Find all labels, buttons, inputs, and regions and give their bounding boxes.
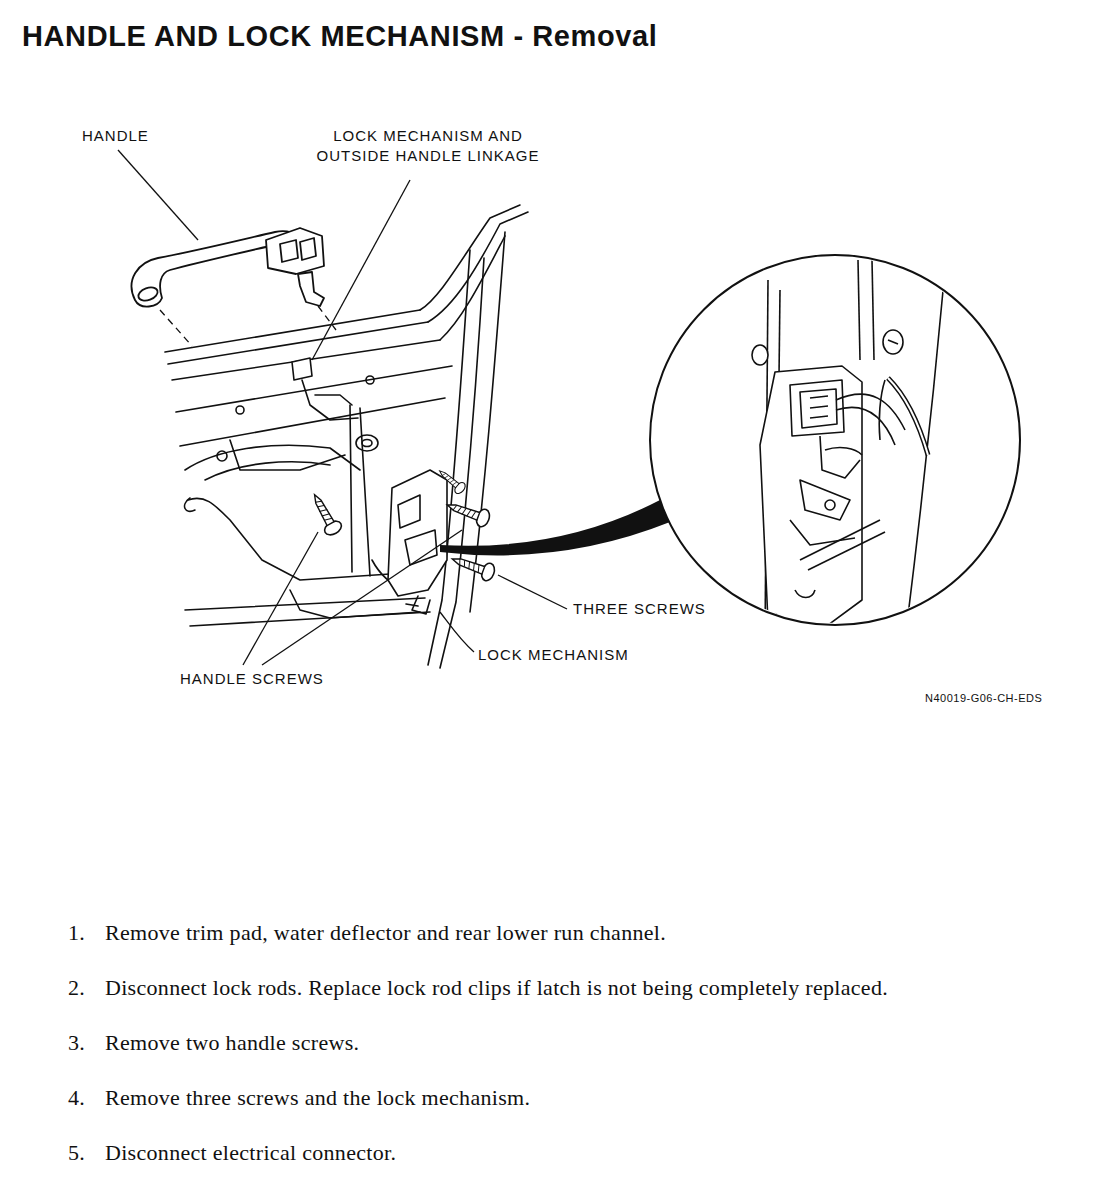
door-panel: [205, 462, 330, 480]
outside-handle: [298, 272, 324, 306]
page-title: HANDLE AND LOCK MECHANISM - Removal: [22, 20, 657, 53]
door-panel: [185, 598, 425, 610]
door-panel: [165, 310, 420, 352]
step-text: Disconnect lock rods. Replace lock rod c…: [105, 975, 888, 1001]
step-number: 1.: [68, 920, 85, 946]
assembly-line: [318, 306, 336, 330]
detail-latch: [888, 340, 898, 344]
detail-latch: [905, 270, 945, 640]
detail-latch: [888, 378, 928, 455]
detail-latch: [808, 532, 885, 570]
step-text: Remove two handle screws.: [105, 1030, 359, 1056]
detail-latch: [787, 620, 797, 630]
detail-latch: [825, 500, 835, 510]
door-panel: [292, 358, 312, 380]
leader-line: [262, 530, 462, 665]
leader-line: [118, 150, 567, 665]
detail-latch: [752, 260, 945, 642]
door-panel: [405, 530, 437, 565]
detail-wedge: [440, 500, 670, 555]
door-panel: [168, 322, 428, 364]
door-panel: [230, 440, 345, 470]
screws: [307, 466, 497, 582]
assembly-line: [160, 310, 192, 346]
door-panel: [185, 445, 360, 470]
door-panel: [428, 250, 470, 665]
outside-handle: [266, 228, 324, 274]
outside-handle: [300, 238, 316, 260]
door-panel: [176, 366, 452, 412]
detail-latch: [836, 407, 895, 445]
step-number: 2.: [68, 975, 85, 1001]
part-label: HANDLE SCREWS: [180, 669, 324, 689]
assembly-line: [160, 306, 336, 346]
door-panel: [350, 405, 352, 572]
leader-line: [440, 612, 474, 652]
door-panel: [217, 451, 227, 461]
detail-latch: [872, 260, 874, 360]
part-label: HANDLE: [82, 126, 149, 146]
door-panel: [440, 236, 505, 340]
leader-line: [312, 180, 410, 360]
door-panel: [188, 498, 420, 580]
door-panel: [406, 604, 418, 606]
detail-latch: [790, 380, 844, 436]
outside-handle: [132, 228, 324, 307]
door-panel: [366, 376, 374, 384]
door-panel: [440, 258, 484, 668]
screws: [436, 466, 468, 495]
detail-latch: [800, 389, 837, 428]
door-panel: [185, 498, 195, 511]
detail-latch: [888, 378, 928, 455]
leader-line: [243, 532, 318, 665]
leader-line: [118, 150, 198, 240]
step-number: 3.: [68, 1030, 85, 1056]
detail-latch: [825, 448, 862, 455]
screws: [307, 490, 344, 537]
part-label: LOCK MECHANISM AND OUTSIDE HANDLE LINKAG…: [298, 126, 558, 167]
door-panel: [165, 205, 528, 668]
detail-latch: [820, 436, 860, 478]
detail-latch: [800, 480, 850, 520]
detail-latch: [883, 330, 903, 354]
door-panel: [360, 408, 370, 576]
step-text: Remove trim pad, water deflector and rea…: [105, 920, 666, 946]
step-text: Remove three screws and the lock mechani…: [105, 1085, 530, 1111]
detail-latch: [879, 380, 885, 440]
outside-handle: [137, 285, 160, 303]
detail-latch: [858, 260, 860, 360]
door-panel: [398, 495, 420, 528]
door-panel: [315, 395, 352, 405]
outside-handle: [280, 240, 298, 262]
step-text: Disconnect electrical connector.: [105, 1140, 396, 1166]
detail-latch: [795, 590, 815, 598]
detail-latch: [790, 520, 855, 545]
leader-line: [498, 575, 567, 609]
door-panel: [356, 435, 378, 451]
door-panel: [236, 406, 244, 414]
part-label: LOCK MECHANISM: [478, 645, 629, 665]
screws: [444, 497, 492, 529]
step-number: 5.: [68, 1140, 85, 1166]
door-panel: [362, 440, 372, 447]
detail-latch: [752, 345, 768, 365]
door-panel: [180, 398, 445, 446]
figure-code: N40019-G06-CH-EDS: [925, 692, 1042, 704]
door-panel: [388, 470, 447, 596]
detail-latch: [810, 396, 828, 418]
screws: [449, 551, 497, 583]
step-number: 4.: [68, 1085, 85, 1111]
part-label: THREE SCREWS: [573, 599, 706, 619]
door-panel: [428, 212, 528, 322]
